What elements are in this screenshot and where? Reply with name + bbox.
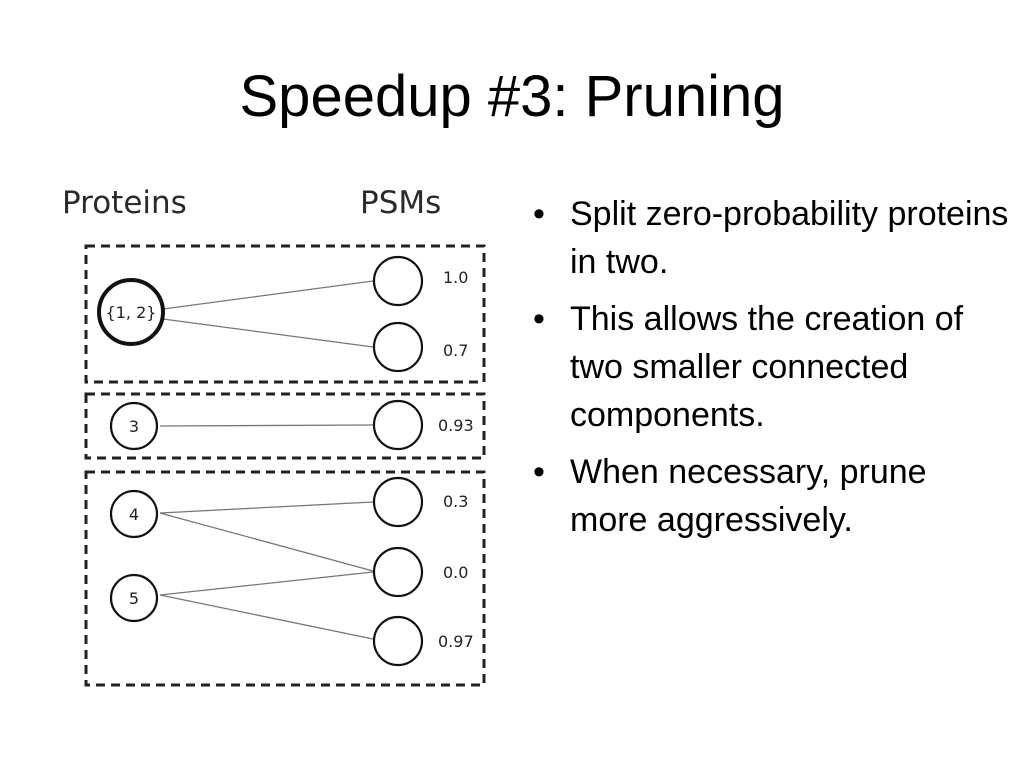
edge-p3-s3 [159, 424, 374, 427]
edge-p4-s4 [159, 501, 374, 514]
proteins-header: Proteins [62, 185, 187, 221]
psm-node-s1: 1.0 [372, 255, 468, 307]
bullet-text: When necessary, prune more aggressively. [570, 453, 927, 539]
protein-node-circle [97, 278, 165, 346]
component-box-3 [84, 470, 486, 687]
bullet-dot: • [533, 300, 545, 338]
edge-p12-s1 [162, 280, 374, 310]
protein-node-p3: 3 [109, 401, 159, 451]
psm-probability-label: 0.3 [443, 492, 468, 511]
protein-node-p4: 4 [109, 489, 159, 539]
protein-node-label: 3 [129, 417, 139, 436]
edges-layer [159, 280, 374, 640]
protein-node-p5: 5 [109, 573, 159, 623]
component-box-2 [84, 392, 486, 460]
bullet-dot: • [533, 195, 545, 233]
protein-node-circle [109, 401, 159, 451]
component-box-1 [84, 244, 486, 384]
psm-node-s3: 0.93 [372, 399, 474, 451]
slide-title: Speedup #3: Pruning [239, 64, 785, 129]
psm-node-circle [372, 399, 424, 451]
psms-header: PSMs [360, 185, 441, 221]
bullet-list: • Split zero-probability proteins in two.… [530, 190, 1010, 553]
psm-probability-label: 1.0 [443, 268, 468, 287]
bullet-item: • Split zero-probability proteins in two. [530, 190, 1010, 286]
protein-node-p12: {1, 2} [97, 278, 165, 346]
edge-p5-s6 [159, 594, 374, 640]
psm-probability-label: 0.7 [443, 341, 468, 360]
psm-node-s5: 0.0 [372, 546, 468, 598]
psm-node-s2: 0.7 [372, 321, 468, 373]
psm-node-s6: 0.97 [372, 615, 474, 667]
psm-node-circle [372, 321, 424, 373]
psm-node-circle [372, 615, 424, 667]
bullet-item: • When necessary, prune more aggressively… [530, 448, 1010, 544]
psm-node-s4: 0.3 [372, 476, 468, 528]
protein-psm-graph: Proteins PSMs {1, 2} 3 4 5 1.0 0.7 0 [62, 185, 486, 687]
protein-node-label: 5 [129, 589, 139, 608]
edge-p5-s5 [159, 571, 374, 596]
psm-probability-label: 0.0 [443, 563, 468, 582]
bullet-item: • This allows the creation of two smaller… [530, 295, 1010, 439]
protein-node-label: 4 [129, 505, 139, 524]
psm-probability-label: 0.97 [438, 632, 474, 651]
edge-p4-s5 [159, 512, 374, 572]
psm-probability-label: 0.93 [438, 416, 474, 435]
bullet-text: Split zero-probability proteins in two. [570, 195, 1009, 281]
psm-node-circle [372, 546, 424, 598]
psm-node-circle [372, 476, 424, 528]
edge-p12-s2 [162, 318, 374, 348]
bullet-text: This allows the creation of two smaller … [570, 300, 964, 434]
bullet-dot: • [533, 453, 545, 491]
protein-node-circle [109, 573, 159, 623]
protein-node-circle [109, 489, 159, 539]
psm-node-circle [372, 255, 424, 307]
protein-node-label: {1, 2} [106, 303, 157, 322]
